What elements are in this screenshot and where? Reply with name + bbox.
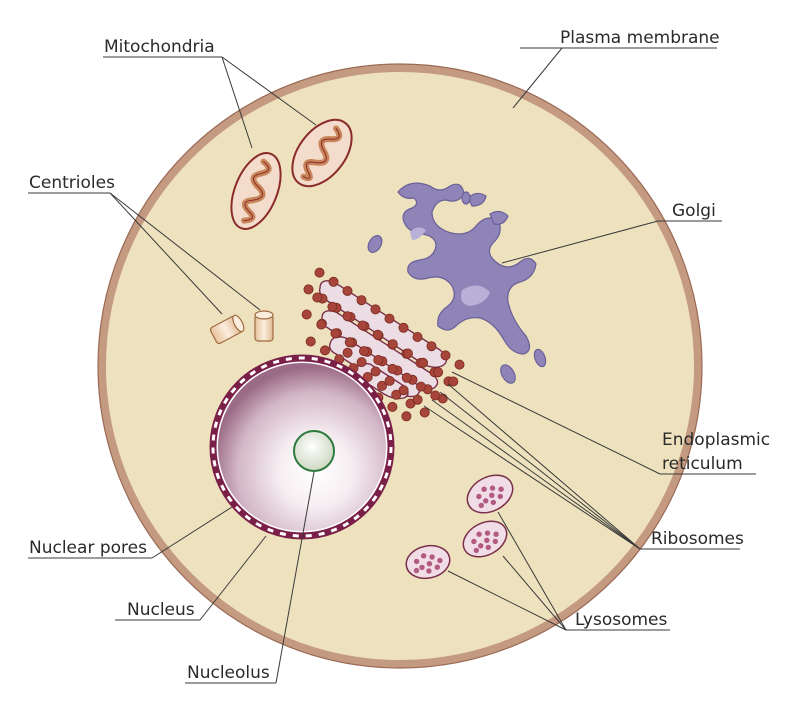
lysosome-granule — [413, 567, 420, 574]
lysosome-granule — [429, 554, 435, 560]
lysosome-granule — [476, 531, 482, 537]
ribosome — [356, 295, 367, 306]
ribosome — [344, 337, 355, 348]
lysosome-granule — [483, 498, 489, 504]
ribosome — [387, 339, 398, 350]
centriole — [209, 314, 245, 345]
ribosome — [316, 319, 327, 330]
lysosome-granule — [426, 568, 432, 574]
label-golgi: Golgi — [672, 201, 716, 221]
lysosome-granule — [484, 537, 490, 543]
ribosome — [419, 407, 430, 418]
lysosome-granule — [481, 486, 487, 492]
ribosome — [357, 320, 368, 331]
ribosome — [356, 357, 367, 368]
ribosome — [327, 301, 338, 312]
ribosome — [417, 357, 428, 368]
ribosome — [398, 322, 409, 333]
centrioles-shapes — [209, 310, 274, 345]
ribosome — [412, 331, 423, 342]
ribosome — [358, 346, 369, 357]
ribosome — [314, 267, 325, 278]
lysosome-granules — [413, 485, 504, 574]
ribosome — [376, 380, 387, 391]
lysosome-granule — [413, 558, 420, 565]
ribosome — [319, 345, 330, 356]
ribosome — [370, 366, 381, 377]
ribosome — [412, 394, 423, 405]
ribosome — [384, 313, 395, 324]
label-plasma-membrane: Plasma membrane — [560, 28, 720, 48]
lysosome-granule — [419, 564, 425, 571]
ribosome — [398, 385, 409, 396]
label-nucleus: Nucleus — [127, 600, 195, 620]
centriole — [254, 310, 274, 342]
ribosome — [342, 347, 353, 358]
lysosome-granule — [434, 564, 440, 570]
ribosome — [312, 292, 323, 303]
lysosome-granule — [437, 557, 443, 564]
label-nuclear-pores: Nuclear pores — [29, 538, 147, 558]
ribosome — [426, 341, 437, 352]
nucleus-shape — [209, 354, 395, 540]
lysosome-granule — [489, 485, 496, 491]
leader-lines — [28, 47, 756, 684]
golgi-shape — [367, 182, 547, 384]
lysosome-granule — [498, 486, 504, 492]
ribosome — [384, 375, 395, 386]
label-mitochondria: Mitochondria — [104, 37, 215, 57]
ribosome — [372, 329, 383, 340]
ribosome — [401, 372, 412, 383]
ribosome — [370, 304, 381, 315]
mitochondria-shapes — [230, 118, 353, 230]
lysosome-granule — [476, 493, 482, 500]
lysosome-granule — [485, 544, 491, 551]
label-reticulum: reticulum — [662, 454, 743, 474]
ribosome — [387, 363, 398, 374]
ribosome — [402, 348, 413, 359]
ribosome — [303, 284, 314, 295]
lysosome-granule — [493, 531, 499, 537]
ribosome — [448, 376, 459, 387]
lysosome-granule — [497, 493, 503, 500]
ribosome — [391, 389, 402, 400]
nucleolus-shape — [293, 430, 335, 472]
ribosome — [342, 311, 353, 322]
mitochondrion — [230, 152, 282, 230]
ribosome — [415, 381, 426, 392]
lysosome-granule — [473, 547, 479, 554]
lysosome-granule — [478, 543, 484, 549]
lysosome-granule — [471, 538, 477, 545]
ribosome — [362, 371, 373, 382]
lysosome-granule — [489, 492, 495, 498]
lysosome-granule — [426, 561, 433, 567]
lysosome-granule — [492, 538, 498, 545]
ribosome — [440, 350, 451, 361]
ribosome — [401, 411, 412, 422]
lysosome-granule — [490, 499, 496, 506]
ribosome — [328, 276, 339, 287]
labels: Mitochondria Plasma membrane Centrioles … — [29, 28, 770, 683]
label-nucleolus: Nucleolus — [187, 663, 270, 683]
ribosome — [305, 336, 316, 347]
lysosome-granule — [484, 530, 491, 536]
ribosome — [387, 401, 398, 412]
label-centrioles: Centrioles — [29, 173, 115, 193]
ribosome — [373, 354, 384, 365]
label-ribosomes: Ribosomes — [651, 529, 744, 549]
ribosome — [342, 285, 353, 296]
ribosome — [454, 359, 465, 370]
label-lysosomes: Lysosomes — [575, 610, 668, 630]
mitochondrion — [291, 118, 353, 188]
ribosome — [433, 367, 444, 378]
lysosome-granule — [478, 502, 484, 509]
label-endoplasmic: Endoplasmic — [662, 430, 770, 450]
ribosome — [430, 390, 441, 401]
lysosome-granule — [420, 553, 427, 559]
ribosome — [330, 328, 341, 339]
ribosome — [301, 309, 312, 320]
